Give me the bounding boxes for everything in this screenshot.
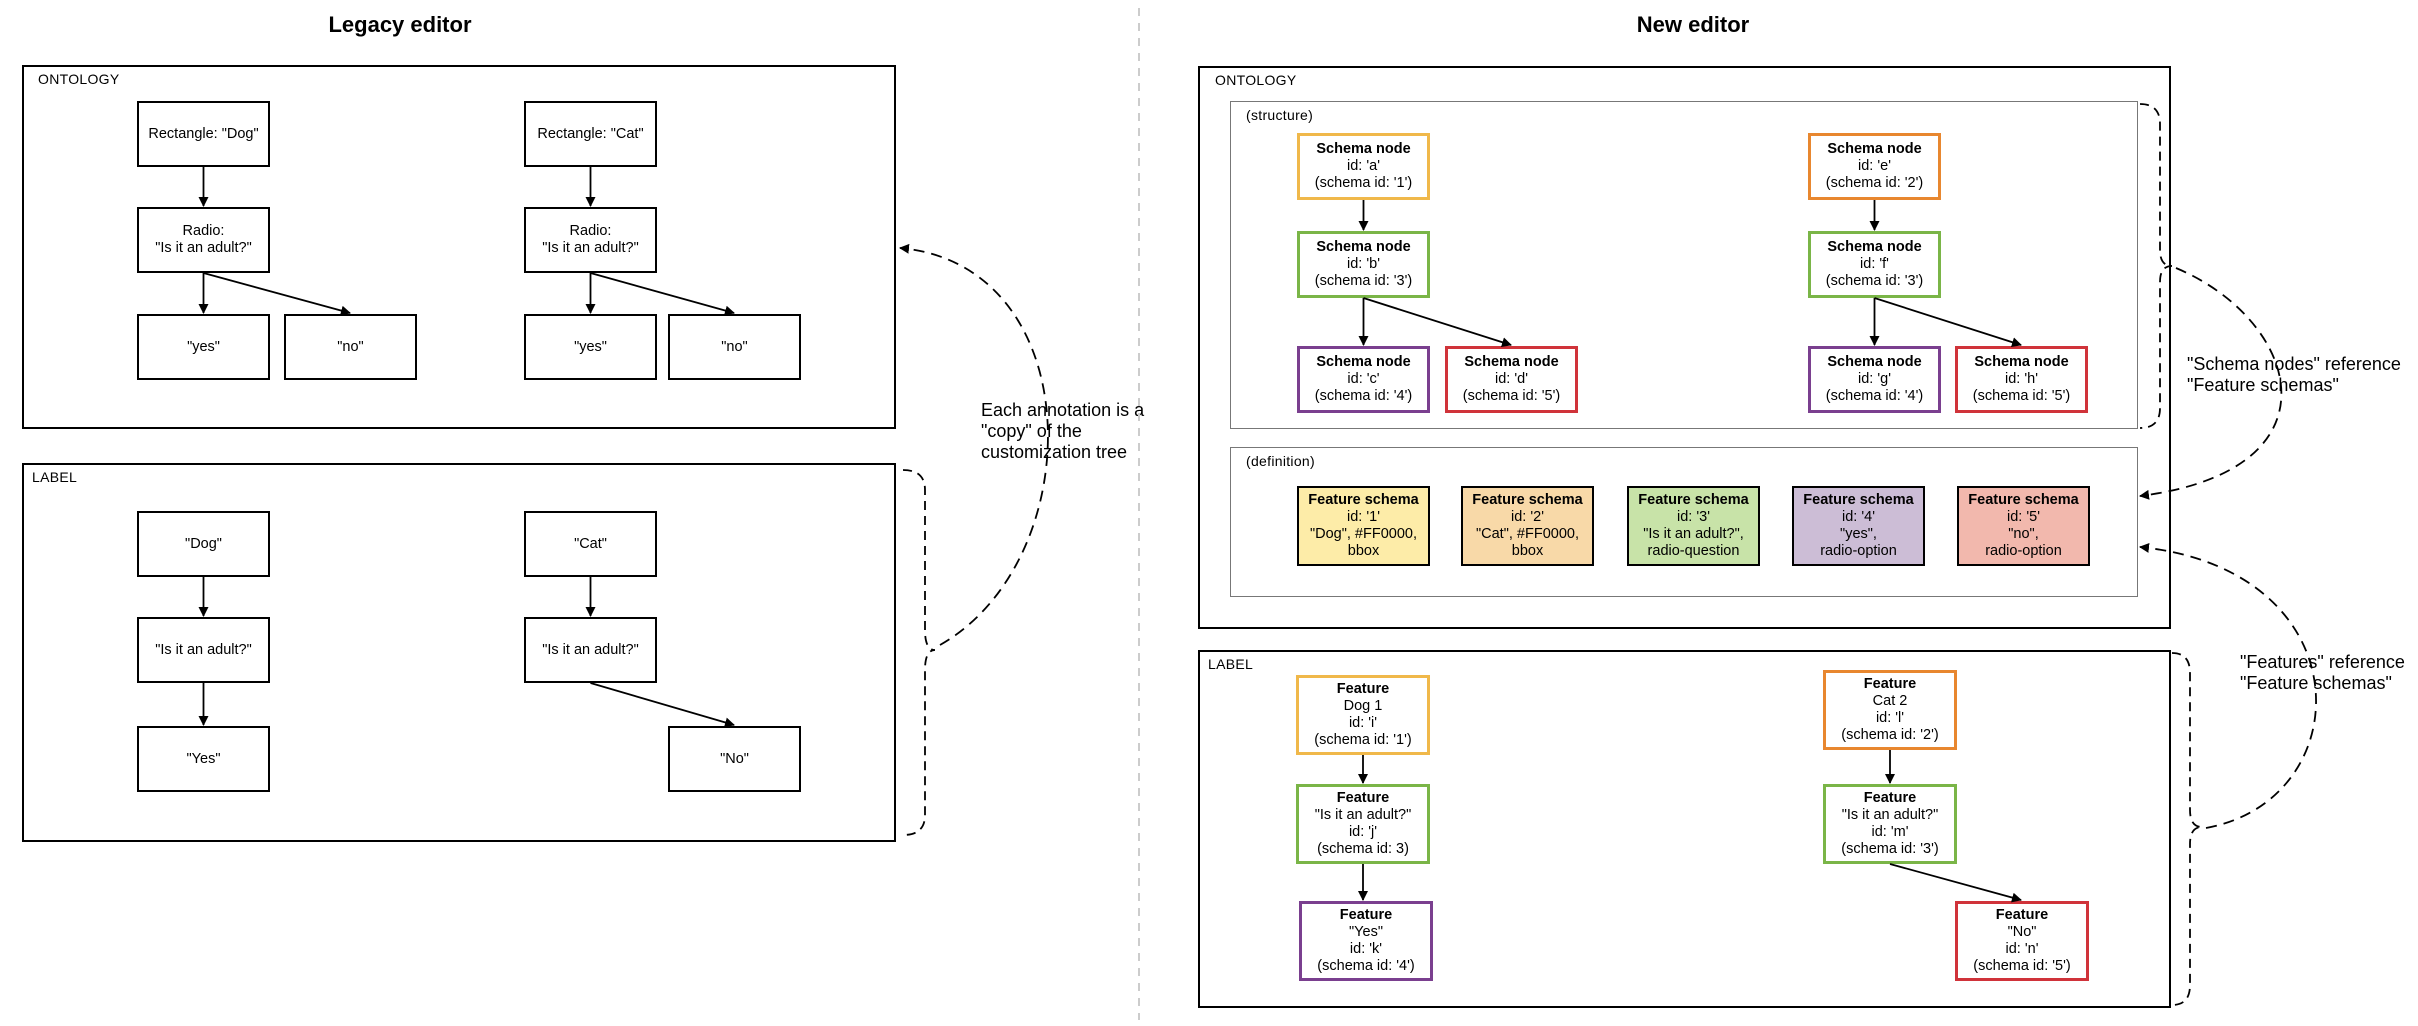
legacy-cat-radio: Radio:"Is it an adult?" [524,207,657,273]
structure-brace [2139,103,2173,429]
structure-label: (structure) [1246,107,1314,123]
legacy-ontology-frame [22,65,896,429]
legacy-cat-rectangle: Rectangle: "Cat" [524,101,657,167]
legacy-ontology-label: ONTOLOGY [38,71,120,87]
definition-label: (definition) [1246,453,1315,469]
legacy-dog-yes: "yes" [137,314,270,380]
feature-n: Feature"No"id: 'n'(schema id: '5') [1955,901,2089,981]
arrow [203,272,351,316]
schema-nodes-reference-curve [2139,267,2283,500]
copy-reference-curve [899,243,1049,646]
new-editor-title: New editor [1636,12,1750,37]
feature-m: Feature"Is it an adult?"id: 'm'(schema i… [1823,784,1957,864]
new-label-label: LABEL [1208,656,1254,672]
arrow [1363,297,1512,348]
structure-frame [1230,101,2138,429]
arrow [1889,863,2022,903]
arrow [590,272,735,316]
new-label-brace [2171,652,2203,1006]
definition-frame [1230,447,2138,597]
legacy-label-frame [22,463,896,842]
features-reference-curve [2139,542,2317,829]
new-label-frame [1198,650,2171,1008]
legacy-dog-no: "no" [284,314,417,380]
copy-annotation-note: Each annotation is a "copy" of the custo… [981,400,1145,462]
legacy-label-dog-yes: "Yes" [137,726,270,792]
legacy-label-cat-no: "No" [668,726,801,792]
legacy-label-cat-adult: "Is it an adult?" [524,617,657,683]
features-reference-note: "Features" reference "Feature schemas" [2240,652,2405,693]
new-ontology-label: ONTOLOGY [1215,72,1297,88]
feature-k: Feature"Yes"id: 'k'(schema id: '4') [1299,901,1433,981]
arrow [590,682,735,728]
legacy-label-brace [902,469,936,836]
new-ontology-frame [1198,66,2171,629]
legacy-label-label: LABEL [32,469,78,485]
legacy-editor-title: Legacy editor [328,12,472,37]
legacy-dog-radio: Radio:"Is it an adult?" [137,207,270,273]
schema-nodes-reference-note: "Schema nodes" reference "Feature schema… [2187,354,2401,395]
legacy-dog-rectangle: Rectangle: "Dog" [137,101,270,167]
legacy-label-cat: "Cat" [524,511,657,577]
legacy-label-dog-adult: "Is it an adult?" [137,617,270,683]
arrow [1874,297,2022,348]
legacy-label-dog: "Dog" [137,511,270,577]
legacy-cat-yes: "yes" [524,314,657,380]
feature-j: Feature"Is it an adult?"id: 'j'(schema i… [1296,784,1430,864]
